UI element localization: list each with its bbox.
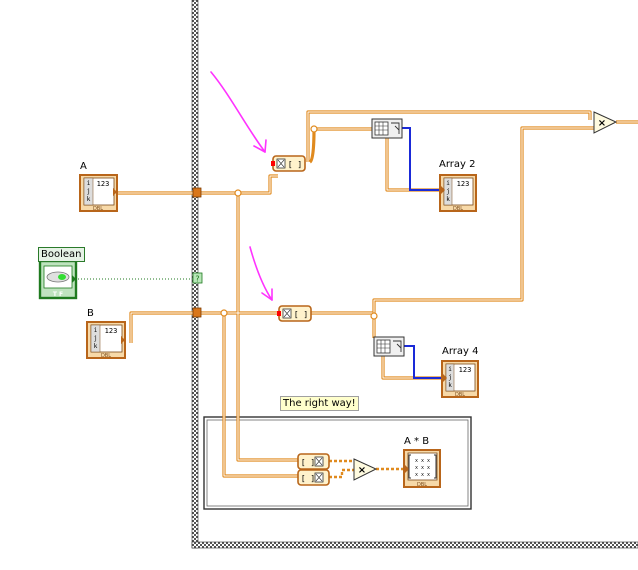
- svg-text:k: k: [87, 196, 91, 203]
- svg-text:[ ]: [ ]: [301, 474, 315, 483]
- label-control-a: A: [79, 160, 88, 173]
- svg-text:x x x: x x x: [415, 458, 430, 464]
- svg-text:[ ]: [ ]: [301, 458, 315, 467]
- svg-text:DBL: DBL: [93, 206, 103, 212]
- wire-junctions: [220, 125, 378, 320]
- svg-text:k: k: [94, 343, 98, 350]
- svg-text:123: 123: [97, 180, 110, 188]
- control-b-terminal[interactable]: i j k 123 DBL: [86, 321, 126, 359]
- transpose-node-top[interactable]: [371, 118, 403, 139]
- svg-text:×: ×: [598, 118, 606, 129]
- label-boolean: Boolean: [38, 247, 85, 262]
- array-node-bottom[interactable]: [ ]: [277, 305, 312, 322]
- comment-right-way: The right way!: [280, 396, 359, 411]
- dashed-wires: [329, 459, 404, 479]
- label-array4: Array 4: [441, 345, 480, 358]
- svg-text:123: 123: [457, 180, 470, 188]
- svg-text:DBL: DBL: [455, 392, 465, 398]
- svg-text:x x x: x x x: [415, 465, 430, 471]
- label-ab: A * B: [403, 435, 431, 448]
- svg-text:i: i: [448, 366, 452, 373]
- frame-tunnels: ?: [192, 187, 203, 318]
- svg-text:j: j: [94, 335, 98, 342]
- svg-text:x x x: x x x: [415, 472, 430, 478]
- case-selector-text: ?: [195, 275, 199, 284]
- array-node-top[interactable]: [ ]: [271, 155, 306, 172]
- svg-text:j: j: [446, 188, 450, 195]
- indicator-ab-terminal[interactable]: x x x x x x x x x DBL: [403, 449, 441, 488]
- boolean-control-terminal[interactable]: T F: [38, 259, 78, 300]
- svg-text:123: 123: [459, 366, 472, 374]
- array-node-box-1[interactable]: [ ]: [297, 453, 330, 470]
- multiply-node-box[interactable]: ×: [353, 458, 378, 481]
- array-node-box-2[interactable]: [ ]: [297, 469, 330, 486]
- svg-text:k: k: [446, 196, 450, 203]
- svg-text:[ ]: [ ]: [288, 160, 302, 169]
- svg-text:DBL: DBL: [453, 206, 463, 212]
- svg-text:[ ]: [ ]: [294, 310, 308, 319]
- svg-text:k: k: [448, 382, 452, 389]
- control-a-terminal[interactable]: i j k 123 DBL: [79, 174, 118, 212]
- svg-text:j: j: [448, 374, 452, 381]
- svg-text:i: i: [446, 180, 450, 187]
- transpose-node-bottom[interactable]: [373, 336, 405, 357]
- label-control-b: B: [86, 307, 95, 320]
- svg-text:×: ×: [358, 465, 366, 476]
- svg-text:DBL: DBL: [101, 353, 111, 359]
- indicator-array4-terminal[interactable]: i j k 123 DBL: [441, 360, 479, 398]
- svg-text:DBL: DBL: [417, 482, 427, 488]
- label-array2: Array 2: [438, 158, 477, 171]
- indicator-array2-terminal[interactable]: i j k 123 DBL: [439, 174, 477, 212]
- right-way-frame: [203, 416, 472, 510]
- svg-text:j: j: [87, 188, 91, 195]
- wires-array: [402, 127, 445, 379]
- wires-dbl: [117, 110, 638, 478]
- svg-text:T F: T F: [53, 291, 63, 298]
- svg-text:123: 123: [105, 327, 118, 335]
- multiply-node-top[interactable]: ×: [593, 111, 618, 134]
- svg-text:i: i: [94, 327, 98, 334]
- annotation-arrows: [210, 71, 273, 301]
- svg-text:i: i: [87, 180, 91, 187]
